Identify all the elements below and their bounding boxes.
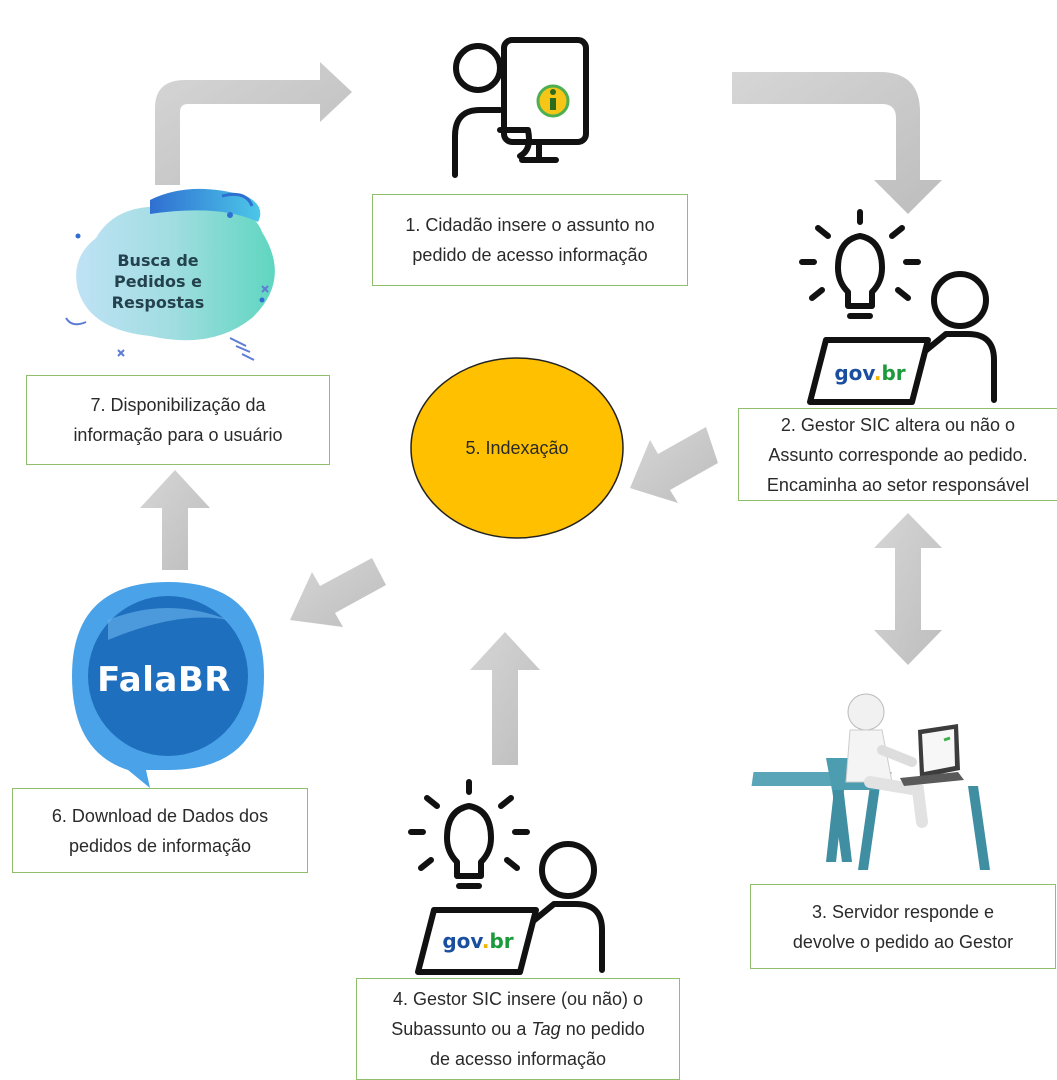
indexacao-ellipse	[410, 357, 624, 539]
fala-br-logo-icon	[72, 582, 264, 788]
step-2-box: 2. Gestor SIC altera ou não o Assunto co…	[738, 408, 1057, 501]
person-desk-laptop-icon	[751, 693, 990, 870]
indexacao-label: 5. Indexação	[465, 438, 569, 458]
step-3-line2: devolve o pedido ao Gestor	[792, 931, 1014, 952]
busca-line3: Respostas	[111, 293, 205, 312]
busca-logo-icon	[65, 188, 275, 361]
step-6-line2: pedidos de informação	[68, 835, 252, 856]
step-2-line2: Assunto corresponde ao pedido.	[768, 444, 1028, 465]
arrow-7-to-1	[155, 62, 352, 185]
step-2-line3: Encaminha ao setor responsável	[766, 474, 1030, 495]
arrow-1-to-2	[732, 72, 942, 214]
step-3-line1: 3. Servidor responde e	[811, 901, 995, 922]
person-laptop-idea-icon	[799, 209, 997, 405]
person-computer-info-icon	[452, 37, 589, 178]
step-7-line2: informação para o usuário	[73, 425, 283, 445]
govbr-logo-top: gov.br	[834, 361, 905, 385]
busca-line2: Pedidos e	[114, 272, 202, 291]
step-1-line2: pedido de acesso informação	[412, 245, 648, 265]
busca-line1: Busca de	[117, 251, 199, 270]
arrow-2-to-5	[630, 427, 718, 503]
step-4-line2-pre: Subassunto ou a	[391, 1019, 532, 1039]
step-6-box: 6. Download de Dados dos pedidos de info…	[12, 788, 308, 873]
step-7-line1: 7. Disponibilização da	[90, 395, 266, 415]
arrow-4-to-5	[470, 632, 540, 765]
govbr-logo-bottom: gov.br	[442, 929, 513, 953]
step-7-box: 7. Disponibilização da informação para o…	[26, 375, 330, 465]
arrow-2-3-bidirectional	[874, 513, 942, 665]
arrow-5-to-6	[290, 558, 386, 627]
person-laptop-idea-icon-2	[408, 779, 605, 975]
busca-logo-text: Busca de Pedidos e Respostas	[86, 250, 230, 313]
step-1-line1: 1. Cidadão insere o assunto no	[405, 215, 655, 235]
info-badge-icon	[536, 84, 570, 118]
step-4-box: 4. Gestor SIC insere (ou não) o Subassun…	[356, 978, 680, 1080]
step-4-tag: Tag	[531, 1019, 561, 1039]
step-2-line1: 2. Gestor SIC altera ou não o	[780, 414, 1016, 435]
step-4-line2: Subassunto ou a Tag no pedido	[391, 1014, 645, 1044]
arrow-6-to-7	[140, 470, 210, 570]
step-4-line2-post: no pedido	[560, 1019, 645, 1039]
step-6-line1: 6. Download de Dados dos	[51, 805, 269, 826]
step-4-line1: 4. Gestor SIC insere (ou não) o	[392, 989, 644, 1009]
step-3-box: 3. Servidor responde e devolve o pedido …	[750, 884, 1056, 969]
fala-br-logo-text: FalaBR	[97, 660, 231, 700]
step-1-box: 1. Cidadão insere o assunto no pedido de…	[372, 194, 688, 286]
step-4-line3: de acesso informação	[429, 1049, 607, 1069]
